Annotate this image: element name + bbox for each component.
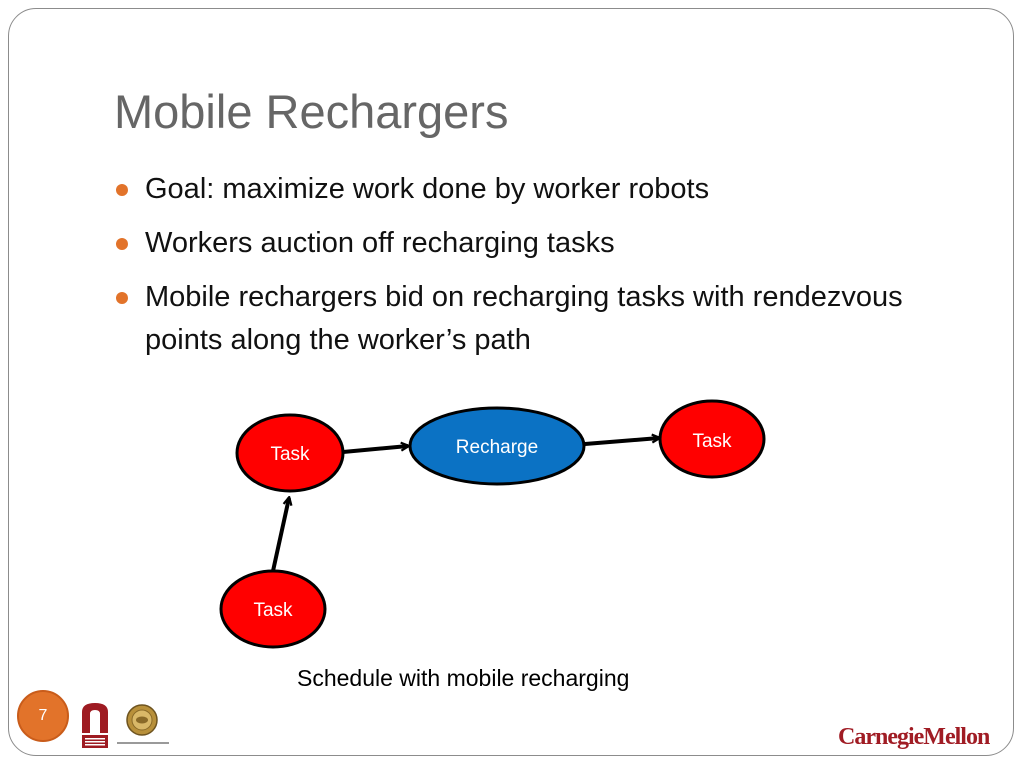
task-node-bottom: Task	[219, 569, 327, 649]
bullet-text: Goal: maximize work done by worker robot…	[145, 173, 710, 205]
slide-title: Mobile Rechargers	[114, 85, 509, 138]
recharge-node: Recharge	[408, 406, 586, 486]
bullet-item: Workers auction off recharging tasks	[114, 222, 904, 265]
task-node-label: Task	[692, 431, 732, 452]
diagram-caption: Schedule with mobile recharging	[297, 665, 630, 691]
bullet-item: Mobile rechargers bid on recharging task…	[114, 276, 904, 362]
page-number-badge: 7	[17, 690, 69, 742]
arrow-task-to-recharge	[342, 446, 408, 454]
bullet-text: Mobile rechargers bid on recharging task…	[145, 281, 903, 356]
recharge-node-shape	[408, 406, 586, 486]
task-node-right: Task	[658, 399, 766, 479]
task-node-label: Task	[270, 444, 310, 465]
task-node-shape	[235, 413, 345, 493]
slide-frame	[8, 8, 1014, 756]
bullet-item: Goal: maximize work done by worker robot…	[114, 168, 904, 211]
economics-laboratory-logo	[117, 704, 169, 744]
carnegie-mellon-wordmark: CarnegieMellon	[838, 724, 990, 750]
arrow-recharge-to-task	[584, 438, 659, 446]
task-node-left: Task	[235, 413, 345, 493]
bullet-list: Goal: maximize work done by worker robot…	[114, 168, 904, 373]
task-node-label: Task	[253, 600, 293, 621]
robotics-institute-logo	[82, 703, 108, 748]
task-node-shape	[219, 569, 327, 649]
bullet-text: Workers auction off recharging tasks	[145, 227, 615, 259]
task-node-shape	[658, 399, 766, 479]
arrow-task-to-task	[271, 498, 289, 572]
recharge-node-label: Recharge	[456, 437, 538, 458]
bullet-dot-icon	[116, 292, 128, 304]
bullet-dot-icon	[116, 238, 128, 250]
bullet-dot-icon	[116, 184, 128, 196]
